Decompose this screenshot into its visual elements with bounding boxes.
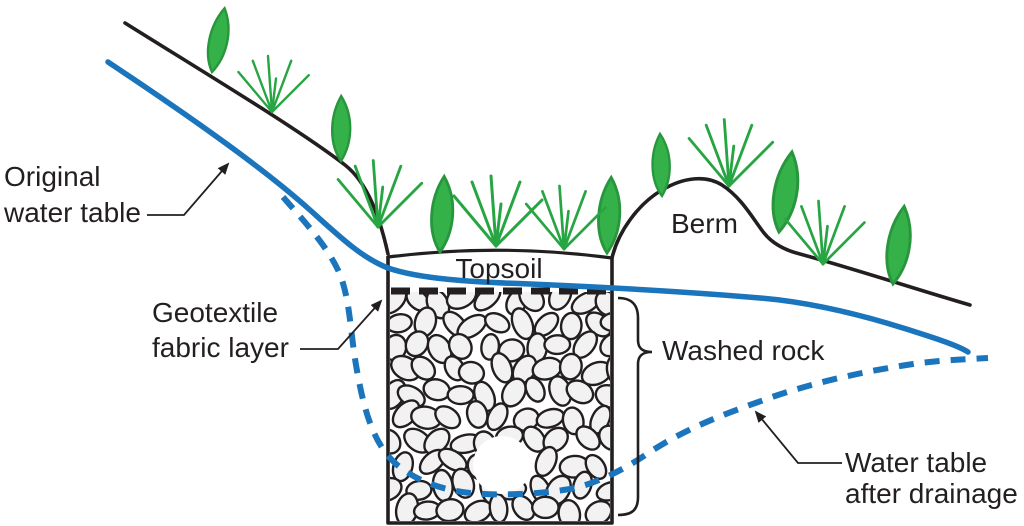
pebble <box>571 470 593 500</box>
water-table-after-drainage-line <box>280 195 989 498</box>
pebble <box>486 402 509 432</box>
pebble <box>473 292 502 312</box>
pebble <box>447 332 473 360</box>
drain-pipe <box>473 436 531 494</box>
topsoil-surface-line <box>387 248 613 260</box>
pebble <box>598 424 610 452</box>
pebble <box>530 495 560 520</box>
water-table-after-label-line2: after drainage <box>845 478 1018 509</box>
geotextile-label-line2: fabric layer <box>152 332 289 363</box>
original-water-table-line <box>105 59 971 355</box>
pebble <box>445 292 478 310</box>
pebble <box>575 425 601 451</box>
pebble <box>605 354 610 385</box>
water-table-after-label-line1: Water table <box>845 447 987 478</box>
grass-icon <box>687 118 775 188</box>
pebble <box>435 498 465 521</box>
pebble <box>390 313 413 334</box>
pebble <box>390 292 408 315</box>
leaf-icon <box>203 5 234 75</box>
pebble <box>599 332 610 358</box>
pebble <box>543 334 572 356</box>
pebble <box>483 312 511 334</box>
grass-icon <box>524 184 607 251</box>
leader-water-table-after <box>754 410 842 464</box>
pebble <box>518 292 546 313</box>
pebble <box>524 376 546 403</box>
leaf-icon <box>329 94 354 163</box>
pebble <box>437 447 468 473</box>
original-water-table-label-line2: water table <box>3 197 141 228</box>
grass-icon <box>237 54 310 114</box>
pebble <box>558 352 583 381</box>
topsoil-label: Topsoil <box>455 253 542 284</box>
leader-original-water-table <box>147 162 230 216</box>
pebble <box>404 330 430 358</box>
pebble <box>510 307 535 341</box>
pebble <box>434 405 462 430</box>
washed-rock-label: Washed rock <box>662 335 825 366</box>
pebble <box>584 500 610 521</box>
pebble <box>488 492 509 521</box>
pebble <box>584 453 608 481</box>
pebble <box>580 360 610 387</box>
geotextile-label-line1: Geotextile <box>152 297 278 328</box>
pebble <box>446 384 475 406</box>
pebble <box>465 399 489 429</box>
trench-box-outline <box>386 256 614 525</box>
pebble <box>390 476 403 502</box>
pebble <box>410 355 437 381</box>
pebble <box>557 498 582 521</box>
pebble <box>565 379 595 405</box>
berm-label: Berm <box>671 208 738 239</box>
vegetation <box>203 5 915 287</box>
pebble <box>511 494 536 521</box>
pebble <box>547 292 573 311</box>
pebble <box>599 311 610 333</box>
pebble <box>390 428 402 455</box>
leader-geotextile <box>300 299 383 350</box>
pebble <box>595 480 610 502</box>
pebble <box>559 311 583 341</box>
leaf-icon <box>882 203 915 287</box>
grass-icon <box>452 174 544 248</box>
pebble <box>457 360 486 385</box>
washed-rock-brace <box>617 296 653 517</box>
berm-and-right-slope-ground-line <box>610 176 972 307</box>
pebble <box>534 445 558 477</box>
original-water-table-label-line1: Original <box>4 161 100 192</box>
leaf-icon <box>430 174 455 254</box>
